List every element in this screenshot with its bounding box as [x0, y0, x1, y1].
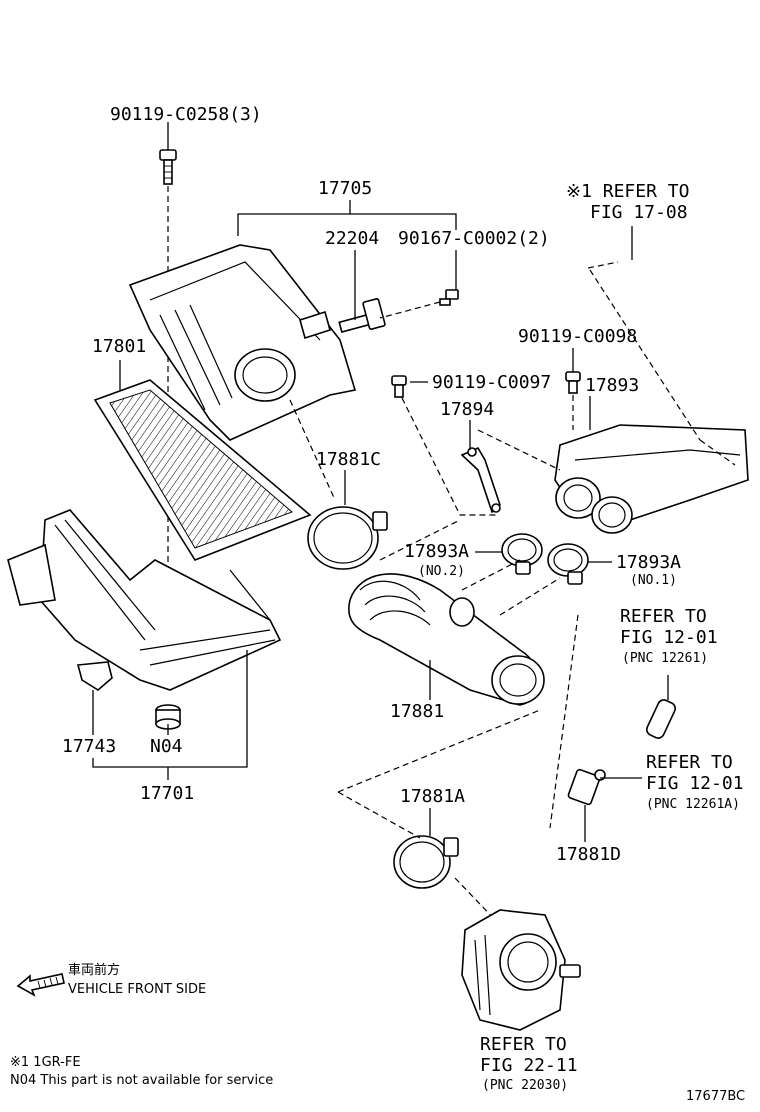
label-ref4-line2: FIG 22-11: [480, 1055, 578, 1076]
bracket-17701: [92, 650, 248, 768]
hose-clamp-17881a[interactable]: [393, 835, 459, 889]
air-filter-17801[interactable]: [93, 379, 312, 561]
label-17701: 17701: [140, 783, 194, 804]
throttle-body-ref-22030[interactable]: [461, 909, 581, 1031]
bracket-17894[interactable]: [460, 446, 501, 514]
label-17893a-no1: 17893A: [616, 552, 681, 573]
bolt-c0097-alignment-line: [401, 397, 498, 516]
front-label-jp: 車両前方: [68, 962, 120, 978]
air-cleaner-case-17701[interactable]: [7, 509, 282, 691]
footnote-n04: N04 This part is not available for servi…: [10, 1073, 273, 1088]
clamp-a-line-a: [337, 791, 421, 839]
label-17881c: 17881C: [316, 449, 381, 470]
screw-alignment-line: [379, 301, 441, 319]
label-ref2-line2: FIG 12-01: [620, 627, 718, 648]
screw-90167-c0002[interactable]: [439, 289, 459, 306]
fitting-ref-line: [549, 614, 579, 829]
bracket-17743[interactable]: [76, 661, 113, 691]
label-ref3-line3: (PNC 12261A): [646, 797, 740, 812]
front-label-en: VEHICLE FRONT SIDE: [68, 982, 206, 997]
hose-clamp-17893a-no1[interactable]: [547, 543, 589, 585]
clamp-c-line: [379, 519, 461, 561]
clamp-a-line-b: [337, 709, 541, 793]
label-17743: 17743: [62, 736, 116, 757]
label-ref4-line3: (PNC 22030): [482, 1078, 568, 1093]
label-17893a-no1-sub: (NO.1): [630, 573, 677, 588]
label-90119-c0098: 90119-C0098: [518, 326, 637, 347]
label-ref3-line2: FIG 12-01: [646, 773, 744, 794]
label-ref1-line2: FIG 17-08: [590, 202, 688, 223]
ref1-line-c: [699, 439, 736, 466]
label-17801: 17801: [92, 336, 146, 357]
sensor-22204[interactable]: [338, 298, 386, 333]
footnote-engine: ※1 1GR-FE: [10, 1055, 81, 1070]
label-22204: 22204: [325, 228, 379, 249]
diagram-id: 17677BC: [686, 1089, 745, 1104]
hose-clamp-17893a-no2[interactable]: [501, 533, 543, 575]
bracket-17705: [237, 213, 457, 236]
clamp-no2-line: [461, 559, 521, 591]
label-ref4-line1: REFER TO: [480, 1034, 567, 1055]
fitting-17881d[interactable]: [567, 768, 606, 806]
label-90119-c0258: 90119-C0258(3): [110, 104, 262, 125]
bracket-duct-line: [477, 429, 561, 471]
label-17881d: 17881D: [556, 844, 621, 865]
label-ref2-line1: REFER TO: [620, 606, 707, 627]
label-ref1-line1: ※1 REFER TO: [566, 181, 689, 202]
label-n04: N04: [150, 736, 183, 757]
air-hose-17881[interactable]: [348, 573, 545, 706]
label-17893a-no2-sub: (NO.2): [418, 564, 465, 579]
clamp-no1-line: [499, 577, 561, 616]
label-ref2-line3: (PNC 12261): [622, 651, 708, 666]
label-90167-c0002: 90167-C0002(2): [398, 228, 550, 249]
label-17705: 17705: [318, 178, 372, 199]
ref1-line-a: [587, 261, 619, 269]
bolt-90119-c0098[interactable]: [565, 371, 581, 394]
breather-hose-ref-17-08[interactable]: [615, 259, 748, 315]
ref1-line-b: [589, 269, 701, 441]
vehicle-front-arrow-icon: [16, 973, 65, 997]
label-17894: 17894: [440, 399, 494, 420]
hose-clamp-17881c[interactable]: [307, 506, 388, 570]
cap-to-clamp-line: [289, 399, 336, 501]
hose-ref-12261[interactable]: [645, 698, 677, 740]
air-cleaner-cap-17705[interactable]: [128, 244, 357, 441]
label-17893a-no2: 17893A: [404, 541, 469, 562]
intake-duct-17893[interactable]: [554, 424, 749, 534]
bolt-90119-c0097[interactable]: [391, 375, 407, 398]
grommet-n04[interactable]: [155, 704, 181, 730]
bolt-90119-c0258[interactable]: [159, 149, 177, 185]
label-90119-c0097: 90119-C0097: [432, 372, 551, 393]
label-17893: 17893: [585, 375, 639, 396]
label-17881: 17881: [390, 701, 444, 722]
label-ref3-line1: REFER TO: [646, 752, 733, 773]
label-17881a: 17881A: [400, 786, 465, 807]
